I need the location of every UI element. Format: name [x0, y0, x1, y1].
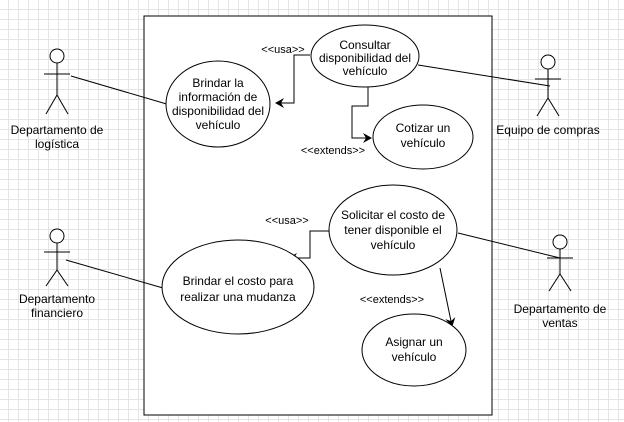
- use-case-cotizar-line-2: vehículo: [401, 136, 446, 150]
- use-case-solicitar-costo-line-1: Solicitar el costo de: [341, 208, 445, 222]
- use-case-brindar-info-line-4: vehículo: [196, 118, 241, 132]
- relation-labels: <<usa>> <<extends>> <<usa>> <<extends>>: [261, 44, 424, 306]
- use-case-brindar-costo-line-1: Brindar el costo para: [183, 274, 294, 288]
- use-case-consultar-line-2: disponibilidad del: [319, 51, 411, 65]
- use-case-consultar-line-1: Consultar: [339, 38, 390, 52]
- stick-figure-icon: [547, 234, 573, 292]
- extends-arrow-bottom[interactable]: [439, 267, 456, 327]
- actor-ventas-label-line-1: Departamento de: [514, 302, 607, 316]
- use-case-brindar-info-line-2: información de: [179, 90, 258, 104]
- actor-logistica-label-line-1: Departamento de: [11, 123, 104, 137]
- usa-arrow-top[interactable]: [275, 54, 310, 108]
- extends-arrow-top[interactable]: [351, 86, 372, 143]
- actor-logistica-label-line-2: logística: [35, 137, 79, 151]
- stick-figure-icon: [535, 54, 561, 117]
- actor-logistica[interactable]: [44, 48, 70, 115]
- usa-arrow-bottom[interactable]: [288, 230, 330, 263]
- use-case-brindar-info-line-3: disponibilidad del: [172, 104, 264, 118]
- use-case-asignar-line-1: Asignar un: [385, 335, 442, 349]
- stick-figure-icon: [44, 228, 70, 287]
- use-case-cotizar-line-1: Cotizar un: [396, 121, 451, 135]
- use-case-brindar-costo[interactable]: Brindar el costo para realizar una mudan…: [161, 239, 315, 335]
- use-case-solicitar-costo[interactable]: Solicitar el costo de tener disponible e…: [328, 184, 458, 276]
- actor-financiero[interactable]: [44, 228, 70, 287]
- usa-label-bottom: <<usa>>: [265, 215, 308, 227]
- actor-financiero-label-line-1: Departamento: [19, 292, 95, 306]
- extends-label-bottom: <<extends>>: [360, 294, 424, 306]
- associations: [65, 64, 561, 289]
- association-ventas-solicitar-costo[interactable]: [457, 232, 561, 259]
- actor-compras[interactable]: [535, 54, 561, 117]
- use-case-consultar-line-3: vehículo: [343, 64, 388, 78]
- use-case-brindar-info-line-1: Brindar la: [192, 76, 244, 90]
- use-case-asignar[interactable]: Asignar un vehículo: [361, 313, 467, 387]
- use-case-brindar-info[interactable]: Brindar la información de disponibilidad…: [165, 60, 271, 148]
- use-case-cotizar[interactable]: Cotizar un vehículo: [372, 104, 474, 170]
- actor-ventas-label-line-2: ventas: [542, 316, 577, 330]
- association-financiero-brindar-costo[interactable]: [65, 259, 164, 289]
- use-case-brindar-costo-line-2: realizar una mudanza: [180, 290, 296, 304]
- actor-ventas[interactable]: [547, 234, 573, 292]
- association-compras-consultar[interactable]: [417, 64, 551, 87]
- usa-label-top: <<usa>>: [261, 44, 304, 56]
- extends-label-top: <<extends>>: [301, 145, 365, 157]
- stick-figure-icon: [44, 48, 70, 115]
- use-case-solicitar-costo-line-3: vehículo: [371, 238, 416, 252]
- use-case-consultar[interactable]: Consultar disponibilidad del vehículo: [310, 24, 420, 88]
- association-logistica-brindar-info[interactable]: [70, 75, 171, 106]
- actor-financiero-label-line-2: financiero: [31, 306, 83, 320]
- use-case-solicitar-costo-line-2: tener disponible el: [344, 223, 441, 237]
- use-cases: Consultar disponibilidad del vehículo Br…: [161, 24, 474, 387]
- dependencies: [275, 54, 456, 327]
- actor-compras-label: Equipo de compras: [496, 123, 599, 137]
- use-case-asignar-line-2: vehículo: [392, 350, 437, 364]
